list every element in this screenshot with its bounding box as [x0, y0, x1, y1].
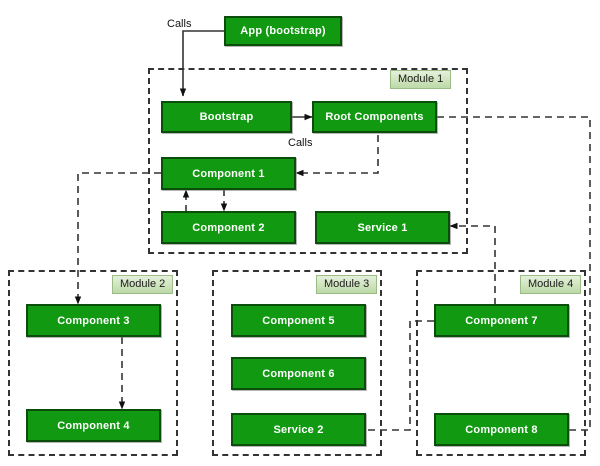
- node-component-7[interactable]: Component 7: [434, 304, 569, 337]
- node-root-components[interactable]: Root Components: [312, 101, 437, 133]
- node-component-4[interactable]: Component 4: [26, 409, 161, 442]
- node-component-8[interactable]: Component 8: [434, 413, 569, 446]
- module-1-container: [148, 68, 468, 254]
- module-2-container: [8, 270, 178, 456]
- edge-label-calls-root: Calls: [288, 137, 313, 149]
- module-2-label: Module 2: [112, 275, 174, 294]
- module-4-label: Module 4: [520, 275, 582, 294]
- node-component-6[interactable]: Component 6: [231, 357, 366, 390]
- node-service-1[interactable]: Service 1: [315, 211, 450, 244]
- node-bootstrap[interactable]: Bootstrap: [161, 101, 292, 133]
- node-component-3[interactable]: Component 3: [26, 304, 161, 337]
- module-3-container: [212, 270, 382, 456]
- node-service-2[interactable]: Service 2: [231, 413, 366, 446]
- edge-label-calls-app: Calls: [167, 18, 192, 30]
- node-component-2[interactable]: Component 2: [161, 211, 296, 244]
- module-1-label: Module 1: [390, 70, 452, 89]
- module-4-container: [416, 270, 586, 456]
- node-component-5[interactable]: Component 5: [231, 304, 366, 337]
- node-app-bootstrap[interactable]: App (bootstrap): [224, 16, 342, 46]
- node-component-1[interactable]: Component 1: [161, 157, 296, 190]
- module-3-label: Module 3: [316, 275, 378, 294]
